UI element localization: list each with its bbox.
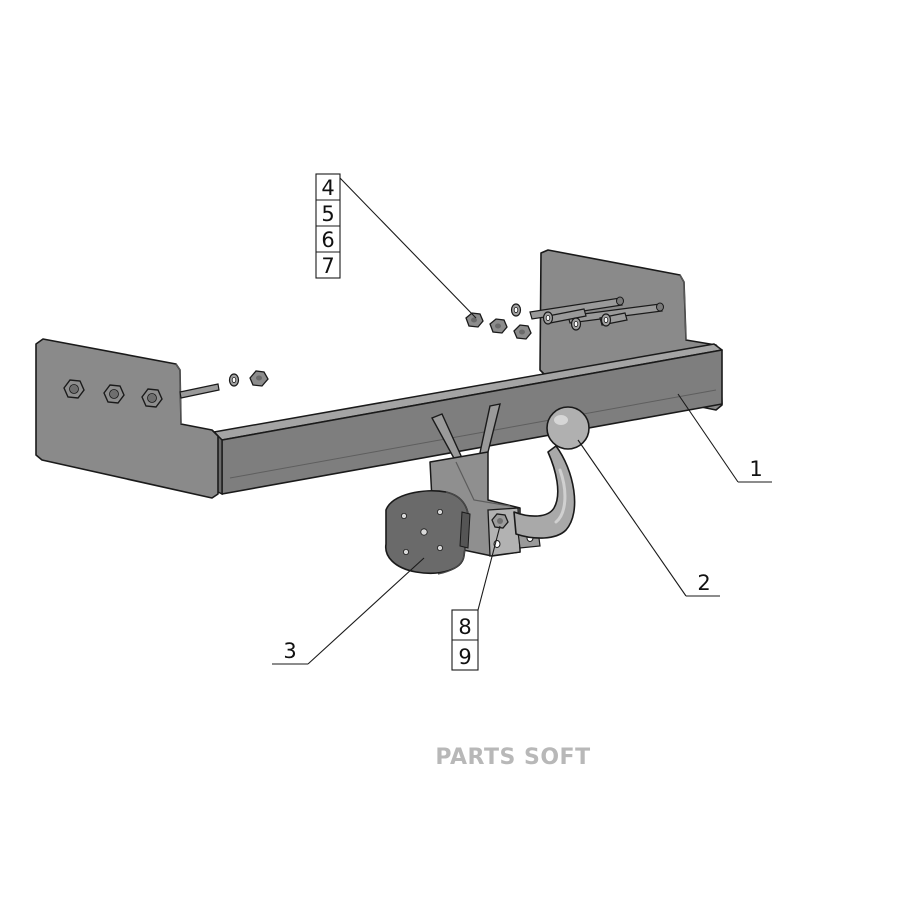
bolt-head-icon xyxy=(141,388,163,408)
callout-8: 8 xyxy=(458,615,471,639)
leader-lines xyxy=(272,177,772,665)
callout-9: 9 xyxy=(458,645,471,669)
callout-3: 3 xyxy=(283,639,296,663)
callout-2: 2 xyxy=(697,571,710,595)
leader-8-9 xyxy=(477,525,501,611)
nut-icon xyxy=(513,324,532,340)
callout-6: 6 xyxy=(321,228,334,252)
callout-group-8-9: 8 9 xyxy=(451,609,479,671)
callout-1: 1 xyxy=(749,457,762,481)
leader-4-7 xyxy=(339,177,477,319)
washer-icon xyxy=(228,373,240,387)
washer-icon xyxy=(600,313,612,327)
leader-2 xyxy=(577,439,687,597)
bolt-head-icon xyxy=(63,379,85,399)
washer-icon xyxy=(510,303,522,317)
washer-icon xyxy=(570,317,582,331)
bracket-bolt-icon xyxy=(491,513,509,529)
tow-ball-icon xyxy=(546,406,590,450)
callout-4: 4 xyxy=(321,176,334,200)
nut-icon xyxy=(489,318,508,334)
tow-ball-assembly xyxy=(513,406,590,539)
bolt-upper-right xyxy=(529,296,624,320)
nut-icon xyxy=(249,370,269,387)
socket-plate xyxy=(385,490,471,575)
callout-5: 5 xyxy=(321,202,334,226)
bolt-head-icon xyxy=(103,384,125,404)
bolt-lower-right xyxy=(567,302,664,324)
main-cross-beam xyxy=(213,343,723,496)
left-mounting-plate xyxy=(35,338,219,499)
fastener-set-right xyxy=(465,303,612,340)
callout-7: 7 xyxy=(321,254,334,278)
washer-icon xyxy=(542,311,554,325)
watermark-text: PARTS SOFT xyxy=(435,745,590,770)
nut-icon xyxy=(465,312,484,328)
fastener-set-left xyxy=(179,370,269,399)
callout-group-4-7: 4 5 6 7 xyxy=(315,173,341,279)
leader-3 xyxy=(307,557,425,665)
leader-1 xyxy=(677,393,739,483)
